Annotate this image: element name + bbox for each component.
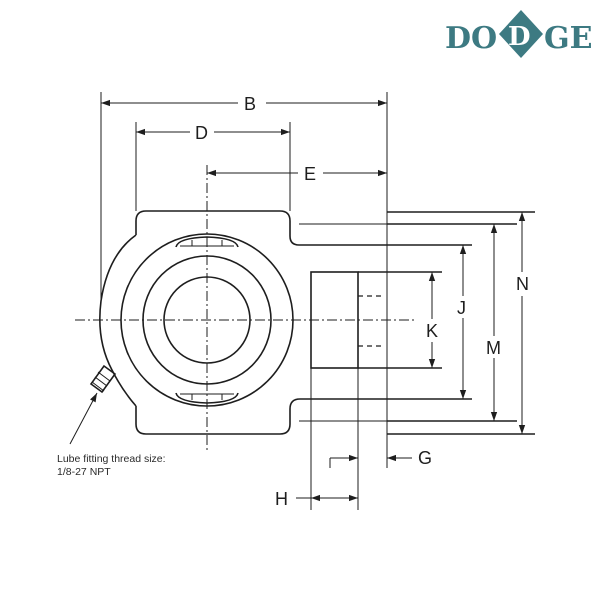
hidden-slot-lines — [358, 295, 385, 347]
slot-edges — [358, 271, 442, 369]
extension-lines — [100, 92, 388, 510]
dodge-logo: DO D GE — [445, 10, 593, 58]
dim-label-b: B — [244, 94, 256, 114]
dim-label-g: G — [418, 448, 432, 468]
brand-text-left: DO — [445, 21, 497, 56]
dim-label-h: H — [275, 489, 288, 509]
dim-label-j: J — [457, 298, 466, 318]
dim-label-k: K — [426, 321, 438, 341]
slot-block — [310, 271, 359, 369]
dim-label-d: D — [195, 123, 208, 143]
lube-note-line1: Lube fitting thread size: — [57, 453, 166, 465]
lube-fitting-leader — [69, 392, 98, 445]
dim-label-m: M — [486, 338, 501, 358]
dim-label-n: N — [516, 274, 529, 294]
brand-diamond-letter: D — [508, 22, 531, 52]
dim-label-e: E — [304, 164, 316, 184]
housing-inner-edges — [299, 223, 387, 422]
lube-fitting — [89, 364, 117, 394]
brand-diamond — [499, 10, 543, 58]
brand-text-right: GE — [544, 21, 593, 56]
housing-outline — [99, 210, 387, 435]
housing-back-plate — [387, 211, 535, 435]
lube-note-line2: 1/8-27 NPT — [57, 466, 111, 478]
